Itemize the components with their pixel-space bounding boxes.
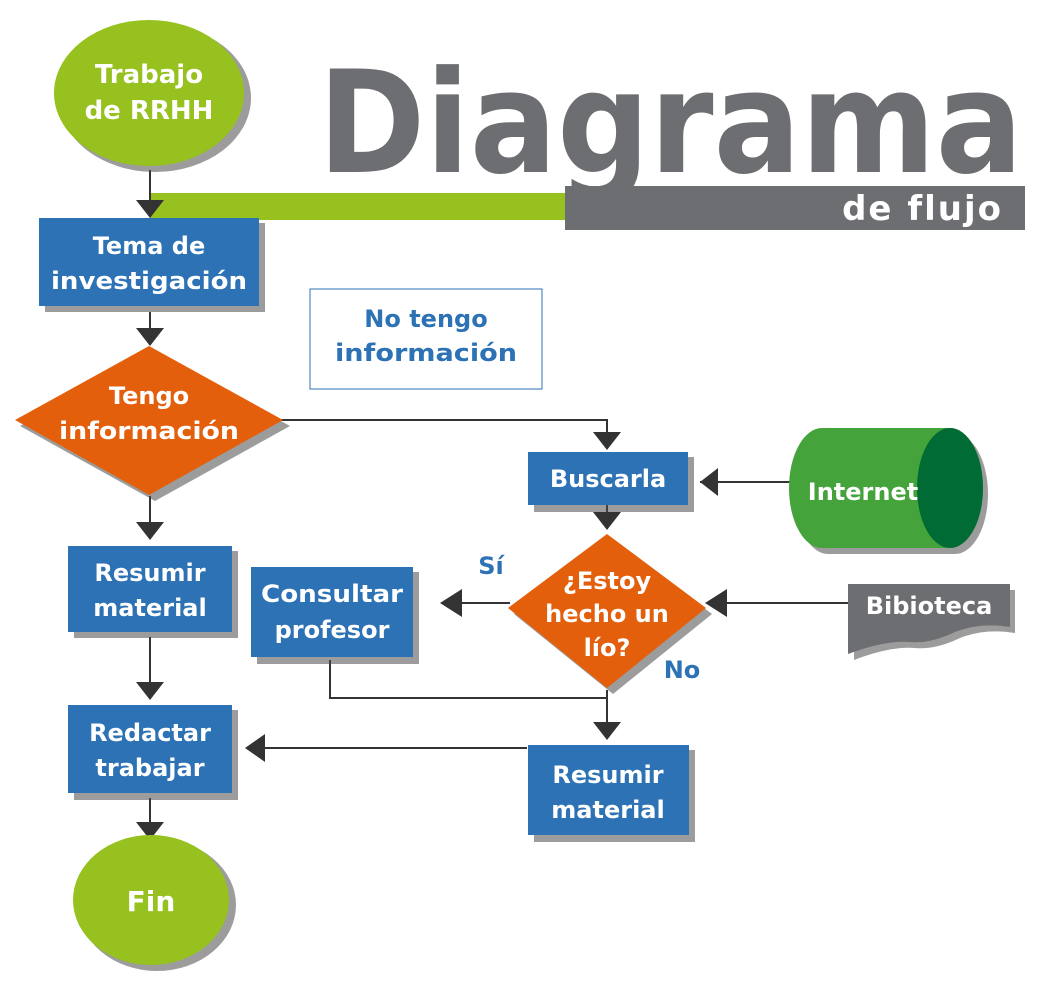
arrowhead bbox=[593, 432, 621, 450]
arrowhead bbox=[705, 589, 727, 617]
resumir-left-node: Resumir material bbox=[68, 546, 238, 638]
resumir-right-node: Resumir material bbox=[528, 745, 695, 842]
tengo-node: Tengo información bbox=[15, 346, 290, 501]
fin-node: Fin bbox=[73, 835, 236, 971]
arrowhead bbox=[700, 468, 718, 496]
arrowhead bbox=[136, 682, 164, 700]
note-frame bbox=[309, 288, 543, 390]
consultar-line1: Consultar bbox=[261, 580, 403, 608]
bibioteca-shape bbox=[848, 584, 1010, 654]
arrowhead bbox=[593, 512, 621, 530]
title-sub: de flujo bbox=[842, 189, 1003, 229]
connector bbox=[275, 419, 608, 432]
resumir-left-line1: Resumir bbox=[94, 559, 205, 587]
no-label: No bbox=[664, 656, 701, 684]
redactar-line1: Redactar bbox=[89, 719, 211, 747]
note-line1: No tengo bbox=[364, 305, 487, 333]
bibioteca-node: Bibioteca bbox=[848, 584, 1015, 660]
start-node: Trabajo de RRHH bbox=[54, 20, 251, 172]
tengo-diamond bbox=[15, 346, 283, 495]
estoy-line2: hecho un bbox=[545, 600, 669, 628]
tema-label-line2: investigación bbox=[51, 267, 247, 295]
arrowhead bbox=[440, 589, 462, 617]
buscarla-box bbox=[528, 452, 688, 505]
note-line2: información bbox=[335, 339, 517, 367]
redactar-box bbox=[68, 705, 232, 793]
arrowhead bbox=[136, 822, 164, 840]
consultar-node: Consultar profesor bbox=[251, 567, 419, 664]
internet-node: Internet bbox=[789, 428, 988, 554]
consultar-box bbox=[251, 567, 413, 657]
redactar-line2: trabajar bbox=[95, 754, 204, 782]
estoy-line1: ¿Estoy bbox=[563, 567, 652, 595]
resumir-left-box bbox=[68, 546, 232, 632]
buscarla-node: Buscarla bbox=[528, 452, 694, 512]
resumir-left-line2: material bbox=[93, 594, 206, 622]
estoy-line3: lío? bbox=[584, 634, 631, 662]
arrowhead bbox=[136, 522, 164, 540]
tema-node: Tema de investigación bbox=[39, 218, 265, 312]
internet-cylinder-end bbox=[917, 428, 983, 548]
tengo-label-line2: información bbox=[59, 417, 239, 445]
consultar-line2: profesor bbox=[275, 616, 390, 644]
estoy-node: ¿Estoy hecho un lío? bbox=[508, 534, 712, 694]
bibioteca-label: Bibioteca bbox=[866, 592, 993, 620]
yes-label: Sí bbox=[478, 552, 505, 580]
note-box: No tengo información bbox=[309, 288, 543, 390]
arrowheads bbox=[136, 200, 727, 840]
fin-ellipse bbox=[73, 835, 229, 965]
arrowhead bbox=[593, 722, 621, 740]
arrowhead bbox=[136, 200, 164, 218]
start-ellipse bbox=[54, 20, 244, 166]
connectors bbox=[149, 170, 848, 822]
tema-box bbox=[39, 218, 259, 306]
gray-bar bbox=[565, 186, 1025, 230]
green-bar bbox=[150, 193, 610, 220]
tema-label-line1: Tema de bbox=[93, 232, 205, 260]
buscarla-label: Buscarla bbox=[550, 465, 666, 493]
arrowhead bbox=[136, 328, 164, 346]
title-banner: de flujo Diagrama bbox=[150, 41, 1025, 230]
resumir-right-line1: Resumir bbox=[552, 761, 663, 789]
internet-label: Internet bbox=[808, 478, 918, 506]
title-main: Diagrama bbox=[318, 41, 1023, 206]
start-label-line2: de RRHH bbox=[85, 96, 214, 126]
start-label-line1: Trabajo bbox=[95, 60, 203, 90]
tengo-label-line1: Tengo bbox=[109, 382, 189, 410]
resumir-right-line2: material bbox=[551, 796, 664, 824]
redactar-node: Redactar trabajar bbox=[68, 705, 238, 800]
resumir-right-box bbox=[528, 745, 689, 835]
estoy-diamond bbox=[508, 534, 706, 688]
connector bbox=[329, 660, 607, 699]
arrowhead bbox=[245, 734, 265, 762]
fin-label: Fin bbox=[127, 885, 176, 918]
